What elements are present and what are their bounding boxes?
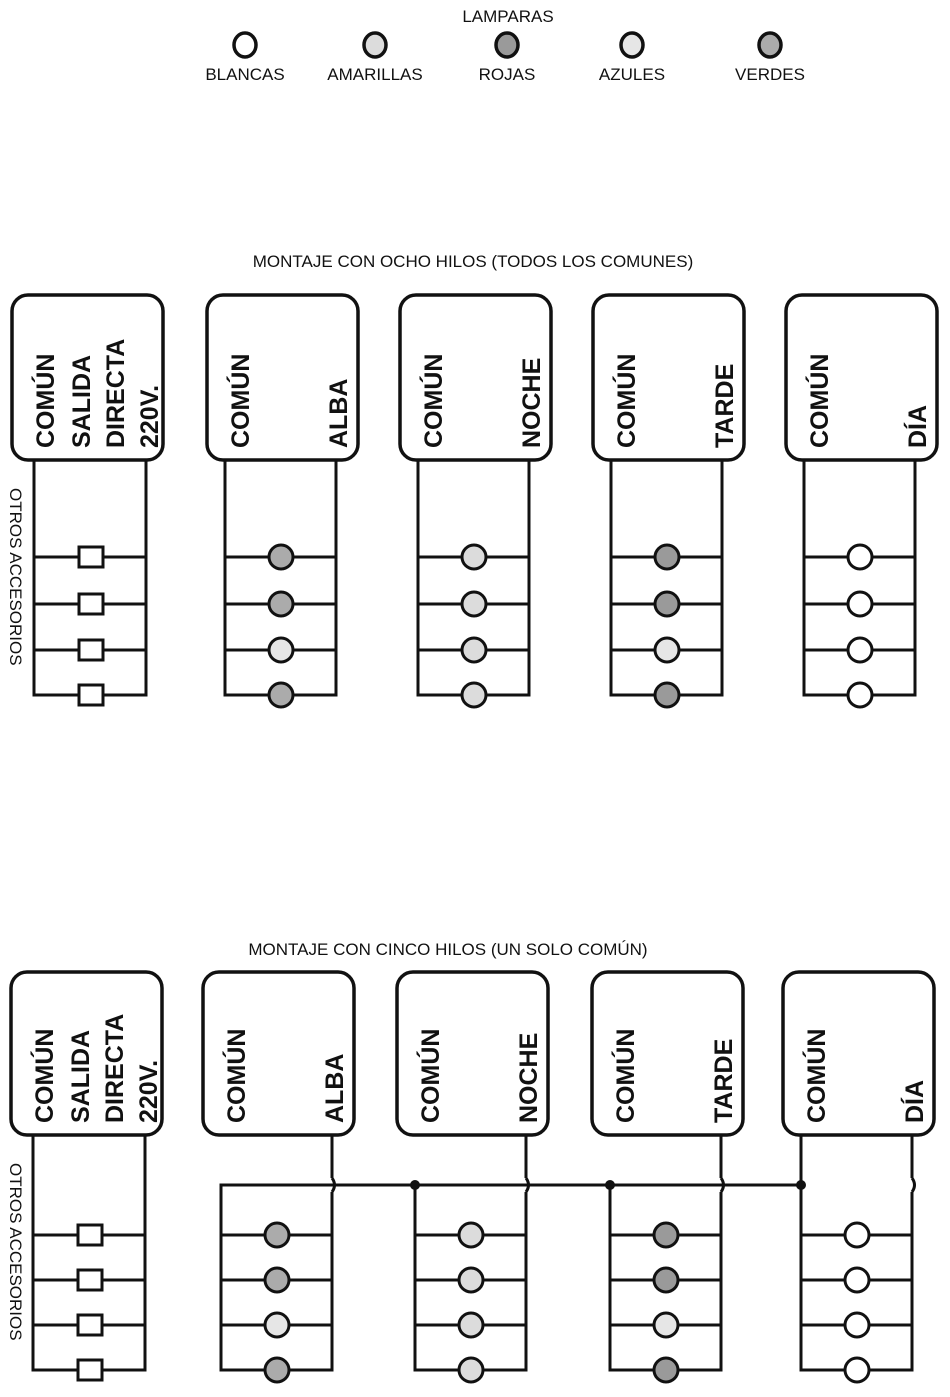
direct-box-label: 220V. [136, 385, 164, 448]
common-label: COMÚN [801, 1029, 831, 1123]
legend-title: LAMPARAS [462, 7, 553, 26]
lamp-icon-blancas [846, 590, 874, 618]
channel-box-alba [201, 970, 356, 1137]
legend-label: VERDES [735, 65, 805, 84]
lamp-icon-blancas [232, 31, 258, 59]
lamp-icon-blancas [843, 1311, 871, 1339]
lamp-icon-amarillas [460, 543, 488, 571]
lamp-icon-blancas [846, 543, 874, 571]
diagram-title: MONTAJE CON OCHO HILOS (TODOS LOS COMUNE… [253, 252, 693, 271]
lamp-icon-rojas [653, 681, 681, 709]
lamp-icon-verdes [267, 681, 295, 709]
lamp-icon-verdes [263, 1356, 291, 1384]
lamp-icon-blancas [843, 1356, 871, 1384]
accessory-box-icon [76, 1268, 104, 1292]
lamp-icon-rojas [652, 1221, 680, 1249]
channel-name-label: DÍA [900, 1080, 929, 1123]
channel-name-label: DÍA [903, 405, 932, 448]
diagram-five-wires: MONTAJE CON CINCO HILOS (UN SOLO COMÚN) … [6, 940, 936, 1384]
direct-box-label: COMÚN [29, 1029, 59, 1123]
direct-box-label: SALIDA [68, 355, 96, 448]
lamp-icon-verdes [263, 1266, 291, 1294]
common-label: COMÚN [221, 1029, 251, 1123]
legend-label: AZULES [599, 65, 665, 84]
lamp-icon-amarillas [457, 1221, 485, 1249]
accessory-box-icon [77, 638, 105, 662]
lamp-icon-amarillas [460, 590, 488, 618]
lamp-icon-amarillas [362, 31, 388, 59]
lamp-icon-amarillas [457, 1311, 485, 1339]
accessory-box-icon [76, 1313, 104, 1337]
lamp-icon-azules [652, 1311, 680, 1339]
lamp-icon-azules [263, 1311, 291, 1339]
channel-box-alba [205, 293, 360, 462]
side-label: OTROS ACCESORIOS [6, 1163, 25, 1341]
direct-output-box [10, 293, 165, 462]
lamp-icon-verdes [263, 1221, 291, 1249]
lamp-icon-rojas [494, 31, 520, 59]
channel-box-tarde [591, 293, 746, 462]
channel-box-tarde [590, 970, 745, 1137]
legend-label: ROJAS [479, 65, 536, 84]
lamp-icon-rojas [652, 1266, 680, 1294]
lamp-icon-verdes [267, 590, 295, 618]
wire-crossover [910, 1177, 916, 1193]
lamp-icon-amarillas [460, 681, 488, 709]
common-label: COMÚN [418, 354, 448, 448]
accessory-box-icon [77, 545, 105, 569]
direct-box-label: DIRECTA [102, 339, 130, 448]
diagram-title: MONTAJE CON CINCO HILOS (UN SOLO COMÚN) [248, 940, 647, 959]
channel-name-label: NOCHE [518, 358, 546, 448]
common-label: COMÚN [804, 354, 834, 448]
channel-name-label: TARDE [710, 1039, 738, 1123]
direct-box-label: SALIDA [67, 1030, 95, 1123]
lamp-icon-blancas [846, 636, 874, 664]
channel-name-label: NOCHE [515, 1033, 543, 1123]
common-label: COMÚN [611, 354, 641, 448]
direct-output-box [9, 970, 164, 1137]
lamp-icon-rojas [653, 543, 681, 571]
lamp-icon-azules [653, 636, 681, 664]
diagram-eight-wires: MONTAJE CON OCHO HILOS (TODOS LOS COMUNE… [6, 252, 939, 709]
channel-name-label: ALBA [321, 1054, 349, 1123]
channel-name-label: TARDE [711, 364, 739, 448]
common-label: COMÚN [225, 354, 255, 448]
lamp-icon-verdes [757, 31, 783, 59]
lamp-icon-azules [619, 31, 645, 59]
lamp-icon-amarillas [457, 1266, 485, 1294]
lamp-icon-blancas [843, 1221, 871, 1249]
common-label: COMÚN [415, 1029, 445, 1123]
channel-box-noche [398, 293, 553, 462]
lamp-icon-rojas [652, 1356, 680, 1384]
channel-name-label: ALBA [325, 379, 353, 448]
side-label: OTROS ACCESORIOS [6, 488, 25, 666]
lamp-icon-verdes [267, 543, 295, 571]
lamp-icon-rojas [653, 590, 681, 618]
channel-box-día [781, 970, 936, 1137]
channel-box-noche [395, 970, 550, 1137]
direct-box-label: DIRECTA [101, 1014, 129, 1123]
channel-box-día [784, 293, 939, 462]
legend: LAMPARAS BLANCAS AMARILLAS ROJAS AZULES VERD… [205, 7, 805, 84]
accessory-box-icon [76, 1358, 104, 1382]
lamp-icon-amarillas [460, 636, 488, 664]
accessory-box-icon [77, 592, 105, 616]
direct-box-label: 220V. [135, 1060, 163, 1123]
lamp-icon-blancas [846, 681, 874, 709]
legend-label: AMARILLAS [327, 65, 422, 84]
lamp-icon-azules [267, 636, 295, 664]
lamp-icon-blancas [843, 1266, 871, 1294]
common-label: COMÚN [610, 1029, 640, 1123]
legend-label: BLANCAS [205, 65, 284, 84]
direct-box-label: COMÚN [30, 354, 60, 448]
lamp-icon-amarillas [457, 1356, 485, 1384]
accessory-box-icon [77, 683, 105, 707]
accessory-box-icon [76, 1223, 104, 1247]
